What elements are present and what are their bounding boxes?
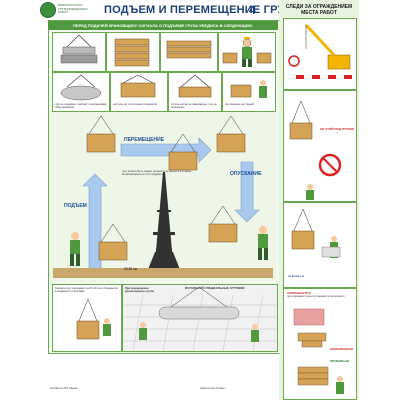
side-heading: СЛЕДИ ЗА ОГРАЖДЕНИЕМ МЕСТА РАБОТ (285, 4, 353, 16)
caption-top-2: на грузе нет посторонних предметов (113, 103, 158, 106)
panel-top-7: стропы натянуты равномерно, груз не пере… (168, 72, 222, 112)
panel-top-2 (106, 32, 160, 72)
logo-text: БЕЗОПАСНОСТЬ ГРУЗОПОДЪЕМНЫХ РАБОТ (58, 3, 88, 14)
caption-top-3: стропы натянуты равномерно, груз не пере… (171, 103, 217, 109)
eiffel-tower-icon (147, 172, 181, 272)
load-3 (216, 115, 246, 153)
load-1 (86, 115, 116, 153)
caption-zap: при опускании груза и установке груза на… (287, 295, 345, 298)
caption-middle: груз должен быть поднят на высоту не мен… (122, 170, 192, 176)
top-strip: ПЕРЕД ПОДАЧЕЙ КРАНОВЩИКУ СИГНАЛА О ПОДЪЕ… (48, 21, 278, 30)
illustration-guide-icon (291, 208, 341, 258)
side-panel-guide: не более 1 м (283, 202, 357, 288)
illustration-stacking-icon (293, 308, 344, 394)
page-title: ПОДЪЕМ И ПЕРЕМЕЩЕНИЕ ГРУЗА (104, 4, 300, 16)
illustration-worker-icon (222, 37, 272, 67)
illustration-no-stand-icon (289, 100, 342, 200)
illustration-lift-test-icon (76, 298, 111, 340)
worker-icon-2 (258, 226, 268, 260)
caption-lower-2: При перемещении длинномерных грузов (125, 287, 154, 293)
panel-top-3 (160, 32, 218, 72)
load-4 (208, 205, 238, 243)
cycle-diagram (53, 115, 273, 278)
load-2 (168, 133, 198, 171)
panel-top-5: груз не соединен с землей, сооружениями,… (52, 72, 110, 112)
panel-top-4 (218, 32, 276, 72)
illustration-long-load-icon (123, 286, 277, 352)
illustration-boxes-icon (114, 38, 150, 67)
label-opuskanie: ОПУСКАНИЕ (230, 171, 262, 177)
caption-lower-3: ИСПОЛЬЗУЙ СПЕЦИАЛЬНЫЕ ОТТЯЖКИ (185, 286, 245, 290)
panel-top-1 (52, 32, 106, 72)
label-nepravilno: НЕПРАВИЛЬНО (330, 347, 354, 351)
page-number: 4 (249, 3, 256, 17)
illustration-crane-icon (288, 23, 352, 79)
illustration-pipe-icon (60, 74, 102, 101)
label-peremeshchenie: ПЕРЕМЕЩЕНИЕ (124, 137, 165, 143)
illustration-slab-icon (60, 34, 98, 64)
panel-long-load: При перемещении длинномерных грузов ИСПО… (122, 284, 278, 352)
illustration-no-people-icon (230, 80, 267, 98)
label-ne-bolee: не более 1 м (288, 275, 305, 278)
label-zapreshchaetsya: ЗАПРЕЩАЕТСЯ (287, 291, 311, 295)
side-panel-crane (283, 18, 357, 90)
panel-top-8: при подъеме нет людей (222, 72, 276, 112)
side-panel-no-stand: НЕ СТОЙ ПОД ГРУЗОМ ! (283, 90, 357, 202)
load-5 (98, 223, 128, 261)
caption-top-4: при подъеме нет людей (225, 103, 254, 106)
panel-top-6: на грузе нет посторонних предметов (110, 72, 168, 112)
caption-top-1: груз не соединен с землей, сооружениями,… (55, 103, 107, 109)
warn-ne-stoy: НЕ СТОЙ ПОД ГРУЗОМ ! (320, 127, 354, 135)
illustration-even-slings-icon (178, 74, 212, 98)
label-podem: ПОДЪЕМ (64, 203, 87, 209)
label-height: 20-30 см (124, 267, 138, 271)
illustration-stack-icon (166, 40, 212, 59)
footer-left: Составитель В.В. Иванов (50, 388, 78, 390)
worker-icon (70, 232, 80, 266)
panel-lower-left: Сначала груз поднимают на 20–30 см и убе… (52, 284, 122, 352)
footer-right: Издательство «Плакат» (200, 388, 226, 390)
label-pravilno: ПРАВИЛЬНО (330, 359, 350, 363)
illustration-load-icon (120, 74, 156, 98)
caption-lower-1: Сначала груз поднимают на 20–30 см и убе… (55, 287, 119, 293)
side-panel-stacking: ЗАПРЕЩАЕТСЯ при опускании груза и устано… (283, 288, 357, 400)
logo-icon (40, 2, 56, 18)
